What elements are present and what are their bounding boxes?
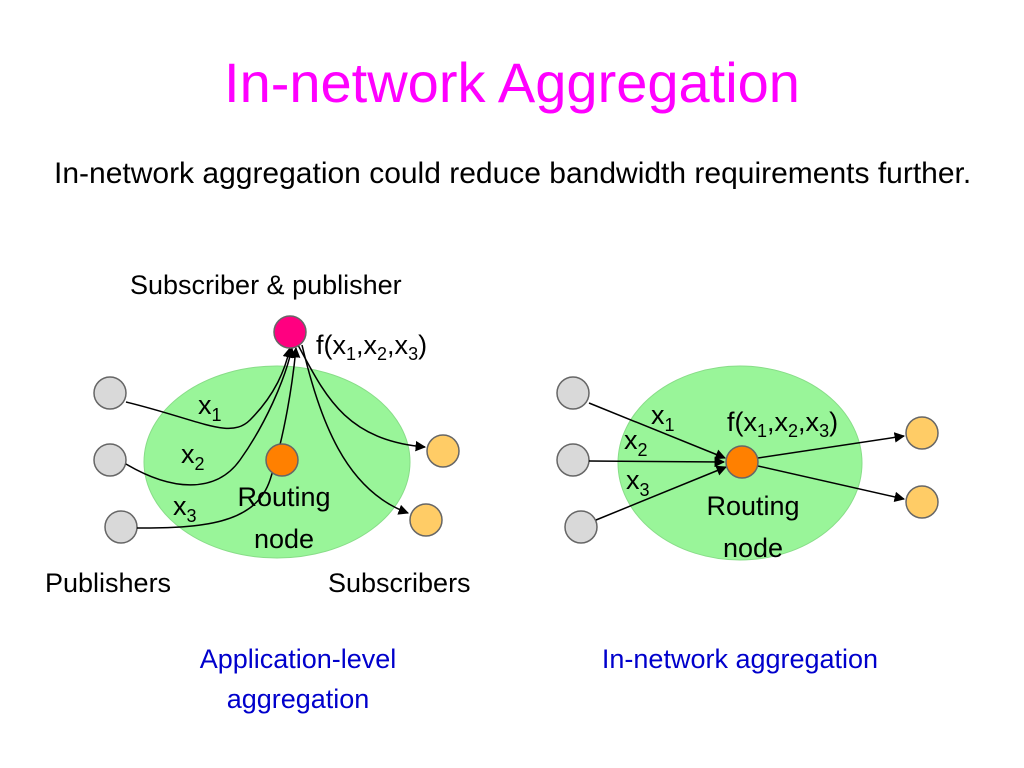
left-function-label: f(x1,x2,x3) xyxy=(316,330,427,364)
left-routing-label-line1: Routing xyxy=(237,482,330,512)
left-arrow-x3 xyxy=(136,346,301,529)
right-arrow-x3 xyxy=(595,465,727,521)
left-x3-label: x3 xyxy=(173,491,197,526)
left-x1-label: x1 xyxy=(198,390,222,425)
left-arrow-to-subscriber-2 xyxy=(301,344,409,515)
right-x2-label: x2 xyxy=(624,425,648,460)
right-function-label: f(x1,x2,x3) xyxy=(727,407,838,441)
publishers-label: Publishers xyxy=(45,568,171,598)
right-subscriber-node-1 xyxy=(905,416,939,450)
subscribers-label: Subscribers xyxy=(328,568,471,598)
right-arrow-to-subscriber-2 xyxy=(757,465,906,503)
slide-body-text: In-network aggregation could reduce band… xyxy=(54,157,972,190)
left-subscriber-node-1 xyxy=(426,434,460,468)
left-x2-label: x2 xyxy=(181,439,205,474)
right-x3-label: x3 xyxy=(626,465,650,500)
left-routing-label-line2: node xyxy=(254,524,314,554)
left-arrow-x2 xyxy=(125,346,296,486)
right-routing-label-line1: Routing xyxy=(706,491,799,521)
left-routing-node xyxy=(265,443,299,477)
right-arrow-to-subscriber-1 xyxy=(757,432,906,459)
right-x1-label: x1 xyxy=(651,400,675,435)
left-caption-line2: aggregation xyxy=(227,684,370,714)
left-arrow-x1 xyxy=(125,346,294,429)
right-routing-label-line2: node xyxy=(723,533,783,563)
left-publisher-node-2 xyxy=(93,443,127,477)
left-diagram: Subscriber & publisher f(x1,x2,x3) x1 x2… xyxy=(45,270,471,714)
left-subscriber-node-2 xyxy=(409,503,443,537)
right-diagram: x1 x2 x3 f(x1,x2,x3) Routing node In-net… xyxy=(556,365,939,674)
slide-title: In-network Aggregation xyxy=(224,51,800,114)
right-publisher-node-3 xyxy=(564,510,598,544)
right-arrow-x2 xyxy=(588,456,726,468)
right-arrow-x1 xyxy=(588,402,726,460)
right-caption: In-network aggregation xyxy=(602,644,878,674)
subscriber-publisher-label: Subscriber & publisher xyxy=(130,270,402,300)
right-publisher-node-2 xyxy=(556,443,590,477)
left-caption-line1: Application-level xyxy=(200,644,397,674)
right-subscriber-node-2 xyxy=(905,485,939,519)
right-routing-node xyxy=(725,445,759,479)
left-publisher-node-3 xyxy=(104,510,138,544)
right-publisher-node-1 xyxy=(556,376,590,410)
subscriber-publisher-node xyxy=(273,315,307,349)
left-arrow-to-subscriber-1 xyxy=(297,344,427,452)
left-publisher-node-1 xyxy=(93,376,127,410)
